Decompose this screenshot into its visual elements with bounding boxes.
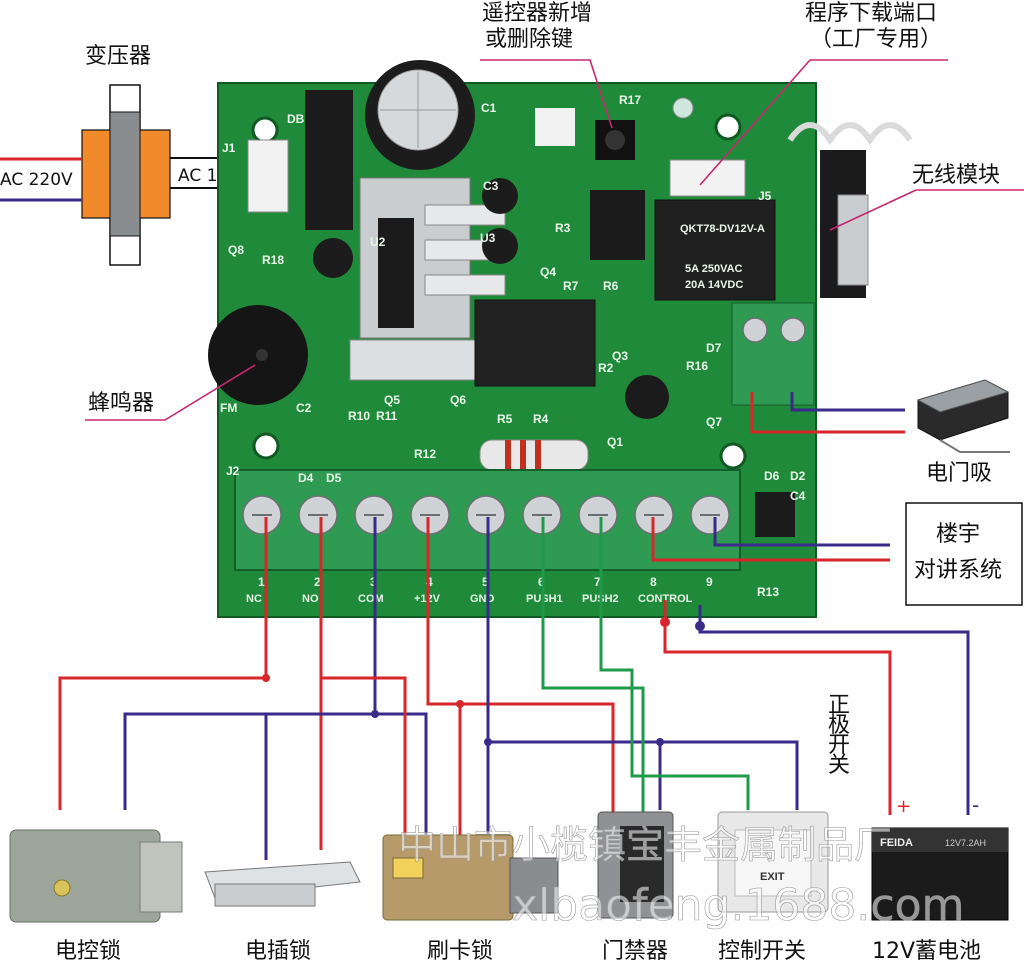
silk-q8: Q8 [228,243,244,257]
silk-d6: D6 [764,469,780,483]
silk-c4: C4 [790,489,806,503]
silk-j1: J1 [222,141,236,155]
bolt-lock-device [204,861,361,907]
terminal-number-9: 9 [706,575,713,589]
silk-u2: U2 [370,235,386,249]
pcb-silkscreen: J1 DB C1 C3 U2 U3 Q4 Q8 R18 FM R17 J5 R3… [220,93,806,599]
program-port-label-1: 程序下载端口 [805,1,937,26]
leader-lines [85,59,1024,421]
silk-c2: C2 [296,401,312,415]
battery-label: 12V蓄电池 [872,939,981,964]
battery-plus-sign: + [896,796,911,817]
silk-r6: R6 [603,279,619,293]
silk-relay-rating1: 5A 250VAC [685,263,743,275]
battery-minus-sign: - [972,793,979,817]
silk-r10: R10 [348,409,370,423]
silk-r7: R7 [563,279,579,293]
silk-q5: Q5 [384,393,400,407]
silk-q3: Q3 [612,349,628,363]
terminal-name-8: CONTROL [638,593,693,605]
ac220-label: AC 220V [0,170,73,190]
silk-q6: Q6 [450,393,466,407]
positive-switch-label-3: 开 [828,733,850,758]
maglock-label: 电门吸 [926,461,992,486]
terminal-screws [242,495,730,535]
silk-d4: D4 [298,471,314,485]
silk-d2: D2 [790,469,806,483]
intercom-box [905,502,1023,606]
access-control-label: 门禁器 [602,939,668,964]
positive-switch-label-4: 关 [828,753,850,778]
silk-r12: R12 [414,447,436,461]
silk-relay-rating2: 20A 14VDC [685,279,743,291]
silk-j2: J2 [226,464,240,478]
transformer [0,84,226,266]
terminal-name-2: NO [302,593,319,605]
watermark-company: 中山市小榄镇宝丰金属制品厂 [398,823,892,867]
wireless-label: 无线模块 [912,163,1000,188]
silk-r11: R11 [376,409,398,423]
silk-u3: U3 [480,231,496,245]
silk-r17: R17 [619,93,641,107]
silk-r2: R2 [598,361,614,375]
card-lock-device [382,834,559,921]
terminal-number-8: 8 [650,575,657,589]
silk-r13: R13 [757,585,779,599]
card-lock-label: 刷卡锁 [427,939,493,964]
magnetic-lock [916,379,1010,453]
battery-spec: 12V7.2AH [945,838,986,848]
silk-fm: FM [220,401,237,415]
terminal-name-3: COM [358,593,384,605]
silk-q1: Q1 [607,435,623,449]
silk-c3: C3 [483,179,499,193]
exit-text: EXIT [760,871,785,883]
buzzer-label: 蜂鸣器 [88,391,154,416]
transformer-label: 变压器 [85,44,151,69]
exit-switch-device: EXIT [717,811,829,913]
positive-switch-label-2: 极 [828,713,850,738]
terminal-number-5: 5 [482,575,489,589]
terminal-number-1: 1 [258,575,265,589]
wiring [58,517,970,860]
silk-r16: R16 [686,359,708,373]
intercom-label-2: 对讲系统 [914,558,1002,583]
silk-j5: J5 [758,189,772,203]
remote-key-label-2: 或删除键 [485,27,573,52]
silk-relay-model: QKT78-DV12V-A [680,223,765,235]
electric-lock-label: 电控锁 [55,939,121,964]
silk-q7: Q7 [706,415,722,429]
terminal-name-5: GND [470,593,495,605]
battery-device: FEIDA 12V7.2AH [871,827,1009,921]
exit-switch-label: 控制开关 [718,939,806,964]
terminal-number-7: 7 [594,575,601,589]
silk-d5: D5 [326,471,342,485]
silk-r18: R18 [262,253,284,267]
battery-brand: FEIDA [880,837,913,849]
silk-r4: R4 [533,412,549,426]
silk-r5: R5 [497,412,513,426]
silk-q4: Q4 [540,265,556,279]
program-port-label-2: （工厂专用） [810,27,942,52]
silk-d7: D7 [706,341,722,355]
silk-c1: C1 [481,101,497,115]
intercom-label-1: 楼宇 [936,522,980,547]
watermark-site: xlbaofeng.1688.com [512,880,964,931]
terminal-number-2: 2 [314,575,321,589]
remote-key-label-1: 遥控器新增 [482,1,592,26]
access-control-device [597,811,674,919]
silk-r3: R3 [555,221,571,235]
bolt-lock-label: 电插锁 [245,939,311,964]
terminal-name-1: NC [246,593,262,605]
electric-lock-device [9,829,183,923]
silk-db: DB [287,112,305,126]
positive-switch-label-1: 正 [828,693,850,718]
